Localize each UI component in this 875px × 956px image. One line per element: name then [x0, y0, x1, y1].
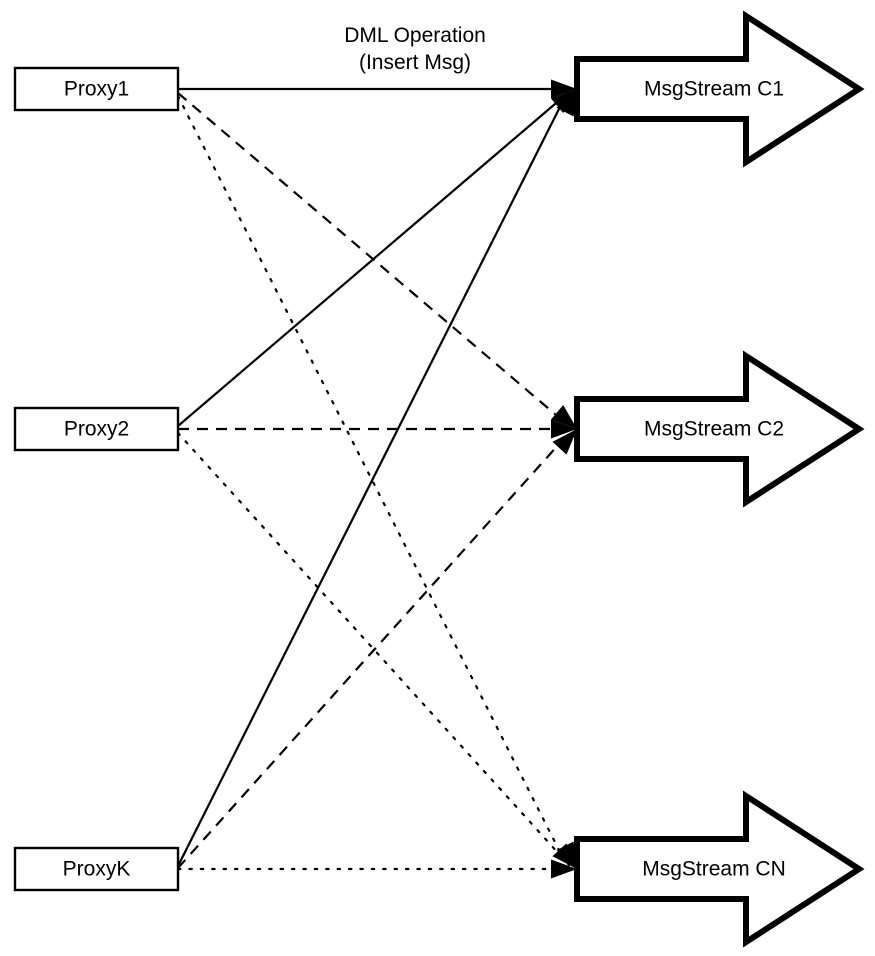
- arrowhead-barb: [551, 419, 577, 439]
- node-proxyk[interactable]: ProxyK: [13, 846, 180, 892]
- node-label: Proxy1: [64, 78, 129, 101]
- caption-line-2: (Insert Msg): [359, 51, 471, 74]
- stream-arrow-shape: [574, 10, 865, 168]
- edges-layer: [176, 87, 575, 871]
- node-box: [13, 66, 180, 112]
- arrowheads-layer: [550, 79, 577, 879]
- node-label: Proxy2: [64, 418, 129, 441]
- head-c1-icon: [551, 79, 577, 117]
- arrowhead-barb: [556, 89, 577, 117]
- arrowhead-barb: [551, 79, 577, 99]
- streams-layer: MsgStream C1 MsgStream C2 MsgStream CN: [574, 10, 865, 948]
- stream-label: MsgStream C2: [644, 418, 784, 441]
- edge-proxy2-c1: [177, 91, 570, 427]
- stream-label: MsgStream C1: [644, 78, 784, 101]
- node-box: [13, 406, 180, 452]
- node-box: [13, 846, 180, 892]
- edge-proxyk-c1: [177, 94, 567, 867]
- arrowhead-barb: [552, 843, 577, 869]
- arrowhead-barb: [550, 404, 577, 429]
- stream-stream_cn[interactable]: MsgStream CN: [574, 790, 865, 948]
- stream-stream_c1[interactable]: MsgStream C1: [574, 10, 865, 168]
- head-cn-icon: [551, 841, 577, 879]
- node-label: ProxyK: [63, 858, 131, 881]
- head-c2-icon: [550, 404, 577, 455]
- node-proxy1[interactable]: Proxy1: [13, 66, 180, 112]
- edge-proxyk-c2: [177, 432, 570, 869]
- stream-label: MsgStream CN: [642, 858, 786, 881]
- arrowhead-barb: [551, 859, 577, 879]
- stream-arrow-shape: [574, 350, 865, 508]
- stream-arrow-shape: [574, 790, 865, 948]
- node-proxy2[interactable]: Proxy2: [13, 406, 180, 452]
- caption-group: DML Operation (Insert Msg): [344, 24, 486, 74]
- caption-line-1: DML Operation: [344, 24, 486, 47]
- stream-stream_c2[interactable]: MsgStream C2: [574, 350, 865, 508]
- arrowhead-barb: [552, 429, 577, 455]
